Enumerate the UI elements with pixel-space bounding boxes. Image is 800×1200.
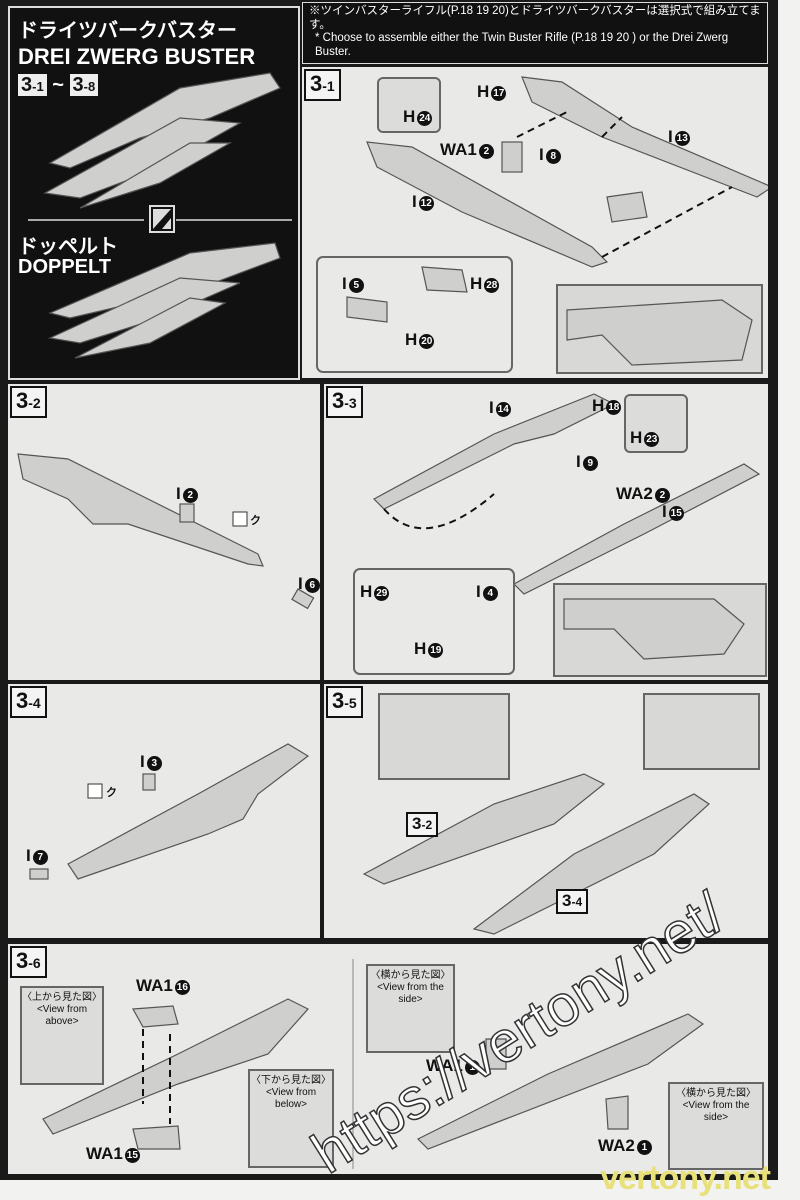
corner-watermark: vertony.net — [600, 1159, 771, 1197]
alt-title-jp: ドッペルト — [18, 236, 118, 258]
step-3-6-panel: 3-6 〈上から見た図〉 <View from above> 〈下から見た図〉 … — [8, 944, 768, 1174]
step-3-2-diagram — [17, 453, 315, 610]
step-number: 3-3 — [326, 386, 363, 418]
step-number: 3-5 — [326, 686, 363, 718]
step-number: 3-1 — [304, 69, 341, 101]
view-side-inset: 〈横から見た図〉 <View from the side> — [366, 964, 455, 1053]
step-3-6-diagram — [42, 959, 705, 1169]
step-3-5-panel: 3-5 3-2 3-4 — [324, 684, 768, 938]
weapon-illustrations — [28, 72, 292, 359]
step-3-1-diagram — [316, 76, 768, 374]
mark-label: ク — [106, 787, 117, 799]
notice-en: * Choose to assemble either the Twin Bus… — [315, 32, 729, 58]
header-box: ドライツバークバスター DREI ZWERG BUSTER 3-1 ~ 3-8 … — [8, 6, 300, 380]
view-side-inset-2: 〈横から見た図〉 <View from the side> — [668, 1082, 764, 1170]
alt-title-en: DOPPELT — [18, 256, 111, 278]
step-number: 3-2 — [10, 386, 47, 418]
notice-jp: ※ツインバスターライフル(P.18 19 20)とドライツバークバスターは選択式… — [309, 5, 761, 31]
step-3-3-diagram — [353, 393, 767, 677]
reference-step: 3-4 — [556, 889, 589, 914]
step-number: 3-6 — [10, 946, 47, 978]
step-3-4-diagram — [29, 743, 310, 880]
title-jp: ドライツバークバスター — [18, 20, 237, 42]
mark-label: ク — [250, 515, 261, 527]
step-3-5-diagram — [362, 693, 760, 935]
step-number: 3-4 — [10, 686, 47, 718]
reference-step: 3-2 — [406, 812, 439, 837]
step-range: 3-1 ~ 3-8 — [18, 74, 99, 97]
title-en: DREI ZWERG BUSTER — [18, 44, 256, 69]
view-above-inset: 〈上から見た図〉 <View from above> — [20, 986, 104, 1085]
view-below-inset: 〈下から見た図〉 <View from below> — [248, 1069, 334, 1168]
notice-banner: ※ツインバスターライフル(P.18 19 20)とドライツバークバスターは選択式… — [302, 2, 768, 64]
